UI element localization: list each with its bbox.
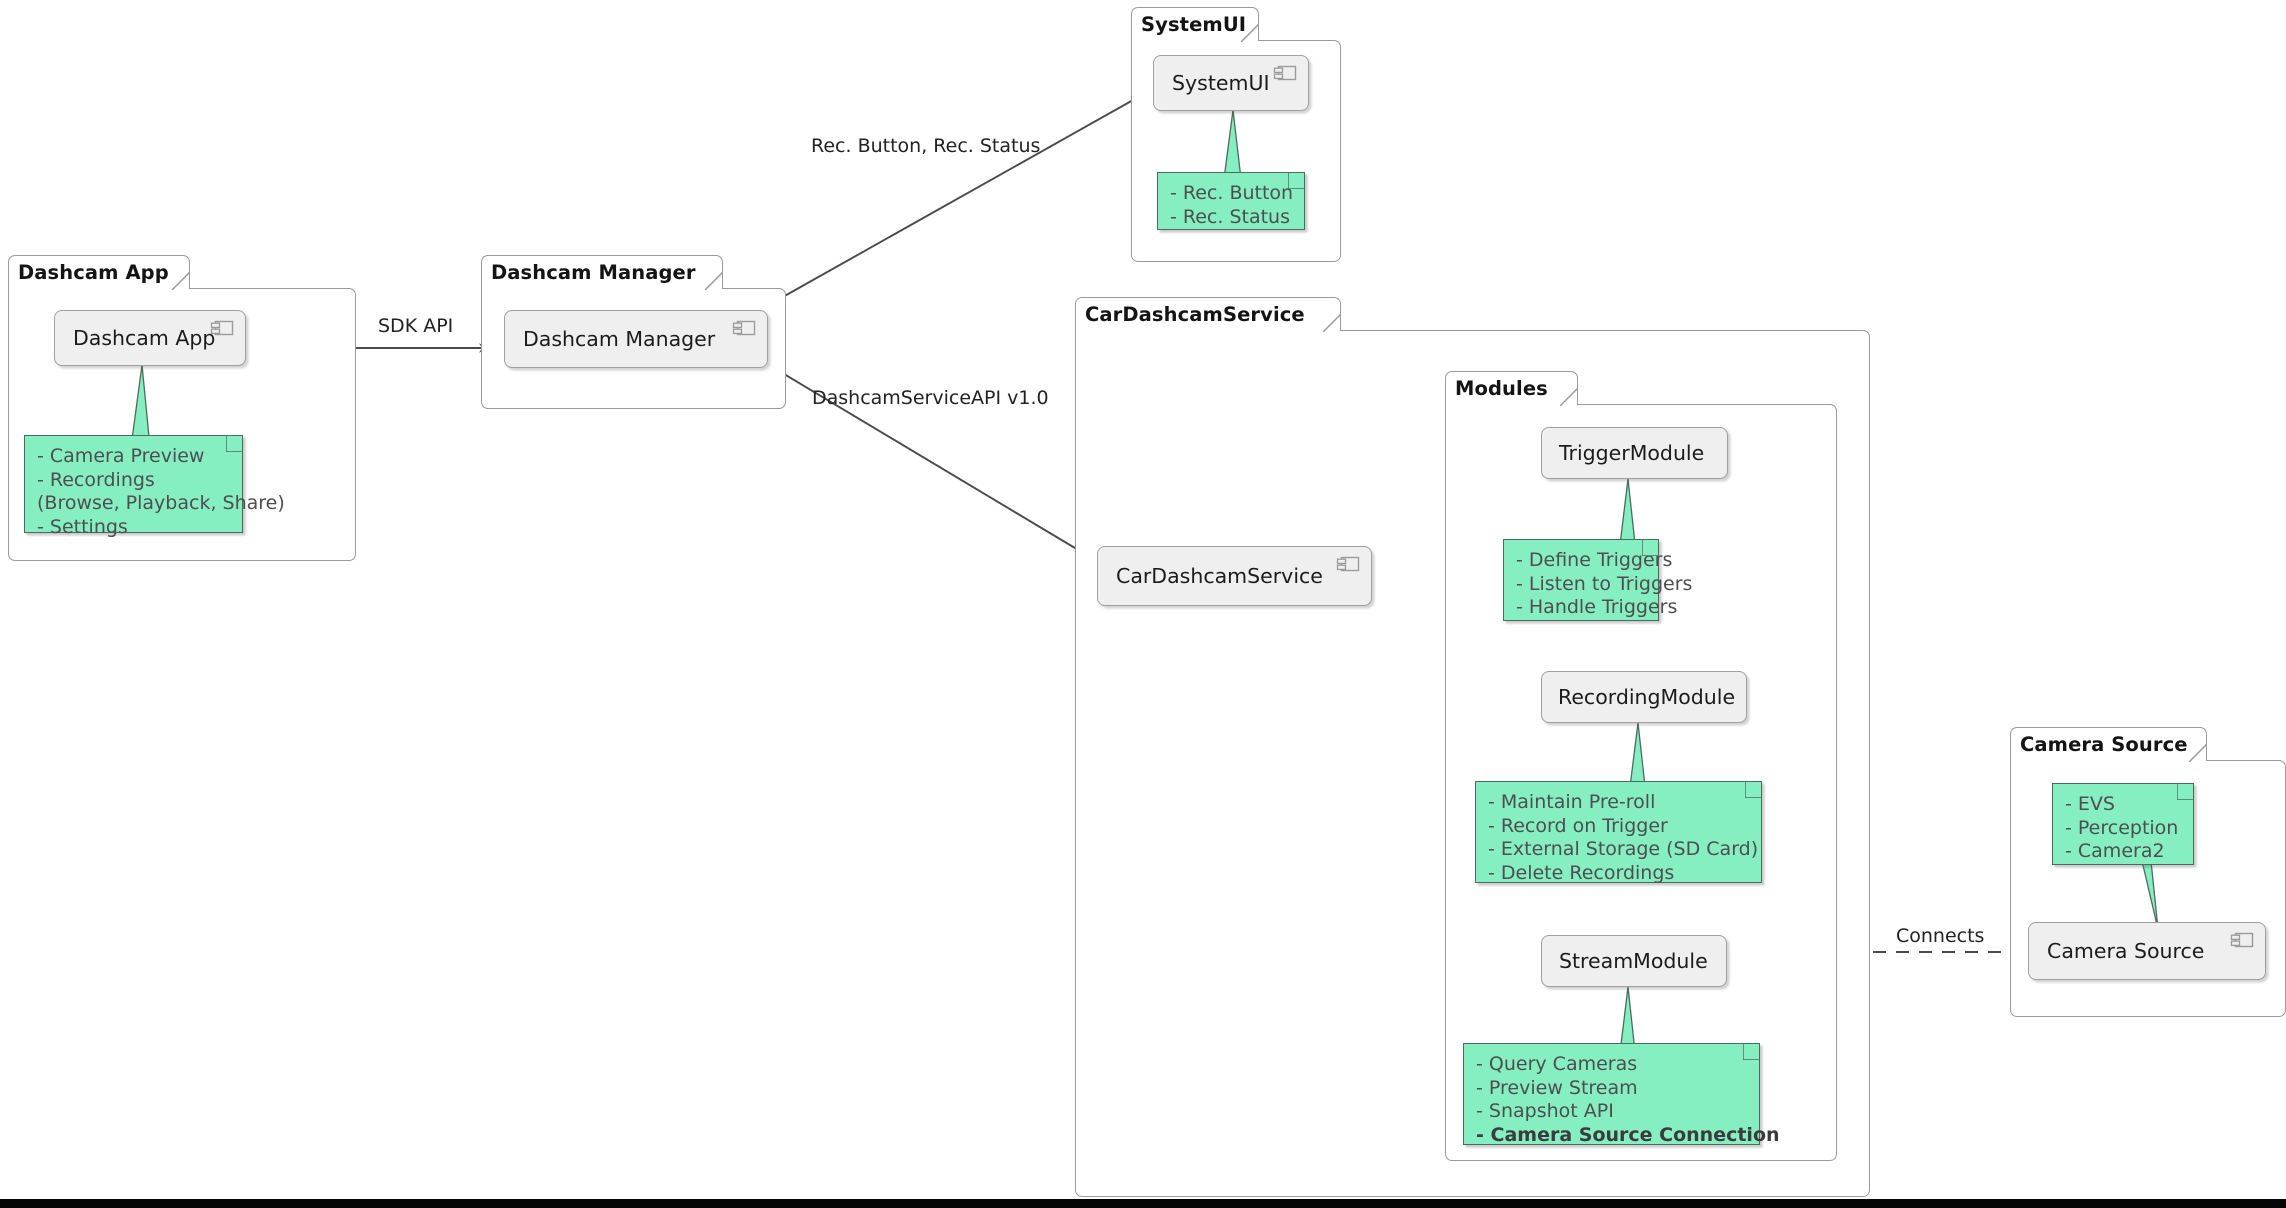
note-line: - Handle Triggers	[1516, 596, 1678, 618]
note-line: (Browse, Playback, Share)	[37, 492, 285, 514]
note-fold-corner-icon	[226, 435, 243, 452]
package-car-dashcam-service: CarDashcamService CarDashcamService	[1075, 297, 1870, 1197]
package-tab-dashcam-app: Dashcam App	[8, 255, 190, 290]
package-camera-source: Camera Source - EVS - Perception - Camer…	[2010, 727, 2286, 1017]
note-line: - Settings	[37, 515, 128, 538]
uml-component-icon	[1336, 556, 1360, 573]
uml-component-icon	[1273, 65, 1297, 82]
uml-component-icon	[2230, 932, 2254, 949]
edge-label-dashcamserviceapi: DashcamServiceAPI v1.0	[812, 387, 1049, 409]
component-recording-module[interactable]: RecordingModule	[1541, 671, 1747, 723]
note-dashcam-app: - Camera Preview - Recordings (Browse, P…	[24, 435, 285, 538]
note-line: - External Storage (SD Card)	[1488, 838, 1759, 860]
connector-rec-status	[764, 94, 1143, 308]
component-label-trigger-module: TriggerModule	[1559, 441, 1705, 465]
note-content-system-ui: - Rec. Button - Rec. Status	[1158, 173, 1304, 238]
note-trigger-module: - Define Triggers - Listen to Triggers -…	[1503, 539, 1692, 621]
note-fold-corner-icon	[2177, 783, 2194, 800]
note-content-trigger-module: - Define Triggers - Listen to Triggers -…	[1504, 540, 1693, 629]
edge-label-rec-status: Rec. Button, Rec. Status	[811, 135, 1041, 157]
component-label-camera-source: Camera Source	[2047, 939, 2205, 963]
package-dashcam-app: Dashcam App Dashcam App	[8, 255, 356, 561]
package-title-dashcam-manager: Dashcam Manager	[491, 261, 696, 284]
note-line: - Listen to Triggers	[1516, 572, 1693, 595]
edge-label-connects: Connects	[1890, 925, 1991, 947]
note-line: - Snapshot API	[1476, 1100, 1614, 1122]
component-stream-module[interactable]: StreamModule	[1541, 935, 1727, 987]
component-label-recording-module: RecordingModule	[1558, 685, 1736, 709]
package-tab-car-dashcam-service: CarDashcamService	[1075, 297, 1341, 332]
note-line: - Camera2	[2065, 840, 2165, 862]
folder-corner-icon	[705, 272, 723, 290]
canvas-bottom-edge	[0, 1199, 2286, 1208]
package-modules: Modules TriggerModule	[1445, 371, 1837, 1161]
component-system-ui[interactable]: SystemUI	[1153, 55, 1309, 111]
note-fold-corner-icon	[1288, 172, 1305, 189]
package-title-dashcam-app: Dashcam App	[18, 261, 169, 284]
note-line: - Delete Recordings	[1488, 861, 1675, 884]
note-line: - Rec. Button	[1170, 182, 1294, 204]
note-system-ui: - Rec. Button - Rec. Status	[1157, 172, 1305, 230]
note-line: - Record on Trigger	[1488, 814, 1668, 837]
note-line: - Recordings	[37, 468, 155, 491]
note-line: - Query Cameras	[1476, 1053, 1638, 1075]
folder-corner-icon	[172, 272, 190, 290]
note-line: - Camera Source Connection	[1476, 1123, 1780, 1146]
note-line: - Define Triggers	[1516, 549, 1673, 571]
folder-corner-icon	[1560, 388, 1578, 406]
note-fold-corner-icon	[1642, 539, 1659, 556]
note-content-stream-module: - Query Cameras - Preview Stream - Snaps…	[1464, 1044, 1780, 1156]
component-car-dashcam-service[interactable]: CarDashcamService	[1097, 546, 1372, 606]
note-line: - Perception	[2065, 816, 2179, 839]
folder-corner-icon	[2189, 744, 2207, 762]
edge-label-sdk-api: SDK API	[378, 315, 454, 337]
component-label-system-ui: SystemUI	[1172, 71, 1270, 95]
package-title-system-ui: SystemUI	[1141, 13, 1247, 36]
package-tab-modules: Modules	[1445, 371, 1578, 406]
component-dashcam-app[interactable]: Dashcam App	[54, 310, 246, 366]
component-trigger-module[interactable]: TriggerModule	[1541, 427, 1728, 479]
component-label-dashcam-app: Dashcam App	[73, 326, 216, 350]
note-content-camera-source: - EVS - Perception - Camera2	[2053, 784, 2193, 873]
note-line: - EVS	[2065, 793, 2115, 815]
component-camera-source[interactable]: Camera Source	[2028, 922, 2266, 980]
note-line: - Maintain Pre-roll	[1488, 791, 1656, 813]
uml-component-icon	[732, 320, 756, 337]
package-title-camera-source: Camera Source	[2020, 733, 2188, 756]
note-recording-module: - Maintain Pre-roll - Record on Trigger …	[1475, 781, 1762, 884]
package-title-car-dashcam-service: CarDashcamService	[1085, 303, 1305, 326]
package-dashcam-manager: Dashcam Manager Dashcam Manager	[481, 255, 786, 409]
folder-corner-icon	[1323, 314, 1341, 332]
note-line: - Rec. Status	[1170, 205, 1291, 228]
component-label-dashcam-manager: Dashcam Manager	[523, 327, 716, 351]
note-content-dashcam-app: - Camera Preview - Recordings (Browse, P…	[25, 436, 285, 548]
note-content-recording-module: - Maintain Pre-roll - Record on Trigger …	[1476, 782, 1761, 894]
note-stream-module: - Query Cameras - Preview Stream - Snaps…	[1463, 1043, 1780, 1146]
note-camera-source: - EVS - Perception - Camera2	[2052, 783, 2194, 865]
note-line: - Preview Stream	[1476, 1076, 1638, 1099]
package-tab-dashcam-manager: Dashcam Manager	[481, 255, 723, 290]
component-label-car-dashcam-service: CarDashcamService	[1116, 564, 1323, 588]
package-title-modules: Modules	[1455, 377, 1548, 400]
component-dashcam-manager[interactable]: Dashcam Manager	[504, 310, 768, 368]
folder-corner-icon	[1241, 24, 1259, 42]
uml-component-icon	[210, 320, 234, 337]
component-label-stream-module: StreamModule	[1559, 949, 1708, 973]
package-system-ui: SystemUI SystemUI	[1131, 7, 1341, 262]
note-fold-corner-icon	[1745, 781, 1762, 798]
note-fold-corner-icon	[1743, 1043, 1760, 1060]
note-line: - Camera Preview	[37, 445, 205, 467]
package-tab-camera-source: Camera Source	[2010, 727, 2207, 762]
package-tab-system-ui: SystemUI	[1131, 7, 1259, 42]
